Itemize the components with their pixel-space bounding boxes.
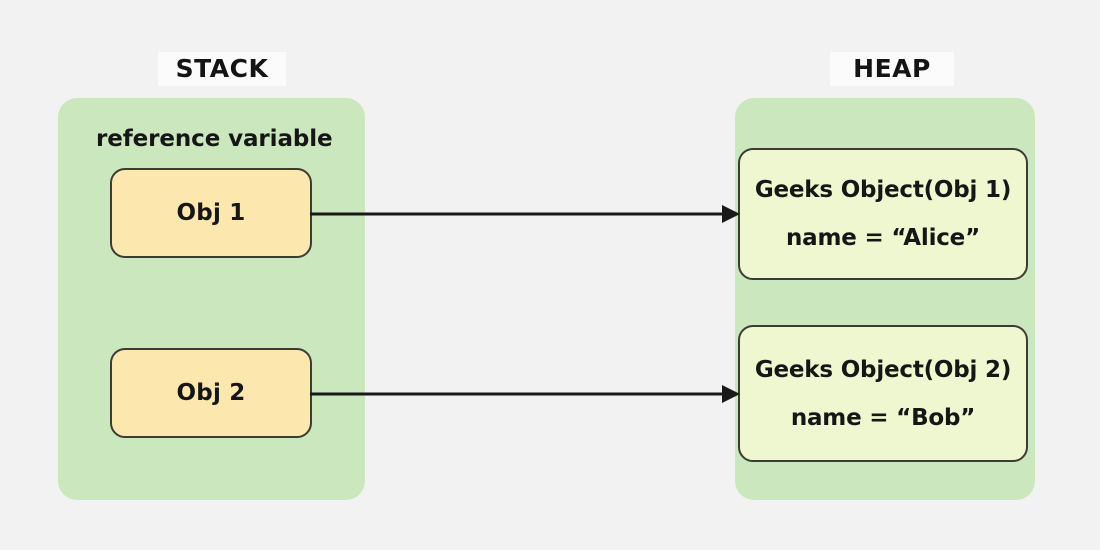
heap-region-title: HEAP [830, 52, 954, 86]
stack-slot-obj-2[interactable]: Obj 2 [110, 348, 312, 438]
reference-arrow-obj-1 [310, 202, 740, 226]
reference-variable-label: reference variable [96, 126, 333, 152]
heap-object-title: Geeks Object(Obj 1) [754, 177, 1012, 203]
heap-object-title: Geeks Object(Obj 2) [754, 356, 1012, 383]
reference-arrow-obj-2 [310, 382, 740, 406]
stack-slot-label: Obj 2 [176, 380, 246, 406]
arrow-icon [310, 385, 740, 403]
heap-object-field: name = “Bob” [790, 404, 976, 431]
heap-object-field: name = “Alice” [785, 225, 980, 251]
heap-object-1[interactable]: Geeks Object(Obj 1) name = “Alice” [738, 148, 1028, 280]
heap-object-2[interactable]: Geeks Object(Obj 2) name = “Bob” [738, 325, 1028, 462]
stack-region [58, 98, 365, 500]
stack-region-title: STACK [158, 52, 286, 86]
stack-slot-label: Obj 1 [176, 200, 246, 226]
arrow-icon [310, 205, 740, 223]
stack-slot-obj-1[interactable]: Obj 1 [110, 168, 312, 258]
